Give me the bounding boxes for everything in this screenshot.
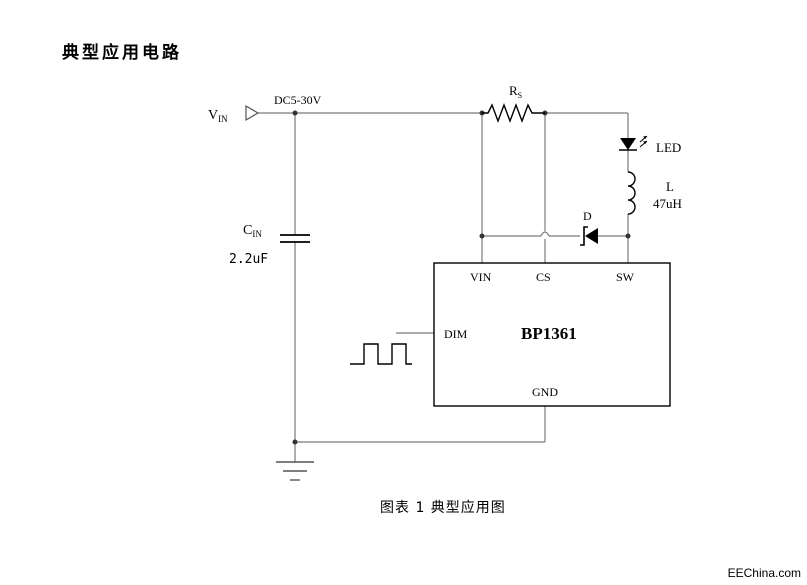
inductor-name-label: L — [666, 179, 674, 194]
junction-dot — [292, 110, 298, 116]
led-label: LED — [656, 140, 681, 155]
ic-chip-body — [433, 262, 671, 407]
diode-d — [580, 226, 598, 246]
ground-symbol — [276, 461, 314, 481]
chip-name-label: BP1361 — [521, 324, 577, 343]
capacitor-cin — [280, 234, 310, 243]
inductor-l — [627, 171, 636, 215]
rs-label: RS — [509, 83, 522, 100]
vin-terminal-symbol — [245, 104, 260, 122]
diode-label: D — [583, 209, 592, 223]
dim-pwm-signal — [350, 343, 412, 365]
figure-caption: 图表 1 典型应用图 — [380, 500, 506, 516]
led-symbol — [619, 135, 648, 151]
cin-value-label: 2.2uF — [229, 252, 268, 267]
pin-vin-label: VIN — [470, 270, 492, 284]
cin-label: CIN — [243, 223, 262, 239]
pin-gnd-label: GND — [532, 385, 558, 399]
watermark: EEChina.com — [727, 566, 801, 580]
resistor-rs — [482, 103, 545, 123]
supply-voltage-label: DC5-30V — [274, 93, 322, 107]
vin-label: VIN — [208, 108, 228, 124]
pin-dim-label: DIM — [444, 327, 468, 341]
junction-dot — [625, 233, 631, 239]
page-title: 典型应用电路 — [62, 43, 182, 63]
inductor-value-label: 47uH — [653, 196, 682, 211]
pin-cs-label: CS — [536, 270, 551, 284]
junction-dot — [479, 233, 485, 239]
pin-sw-label: SW — [616, 270, 635, 284]
junction-dot — [292, 439, 298, 445]
